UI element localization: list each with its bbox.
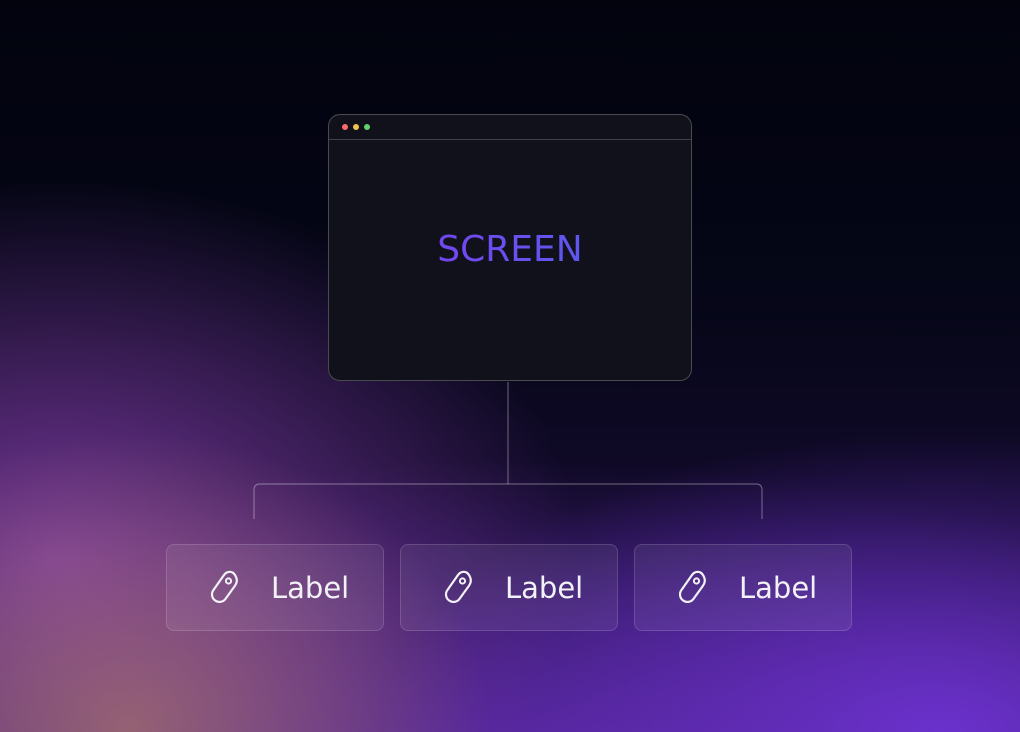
card-label: Label — [271, 570, 350, 605]
maximize-dot-icon — [364, 124, 370, 130]
tag-icon — [673, 568, 713, 608]
label-card-1[interactable]: Label — [166, 544, 384, 631]
screen-title: SCREEN — [329, 229, 691, 270]
label-card-2[interactable]: Label — [400, 544, 618, 631]
label-card-3[interactable]: Label — [634, 544, 852, 631]
tag-icon — [205, 568, 245, 608]
minimize-dot-icon — [353, 124, 359, 130]
close-dot-icon — [342, 124, 348, 130]
card-label: Label — [505, 570, 584, 605]
connector-branch — [253, 483, 763, 519]
card-label: Label — [739, 570, 818, 605]
tag-icon — [439, 568, 479, 608]
screen-window: SCREEN — [328, 114, 692, 381]
window-title-bar — [329, 115, 691, 140]
